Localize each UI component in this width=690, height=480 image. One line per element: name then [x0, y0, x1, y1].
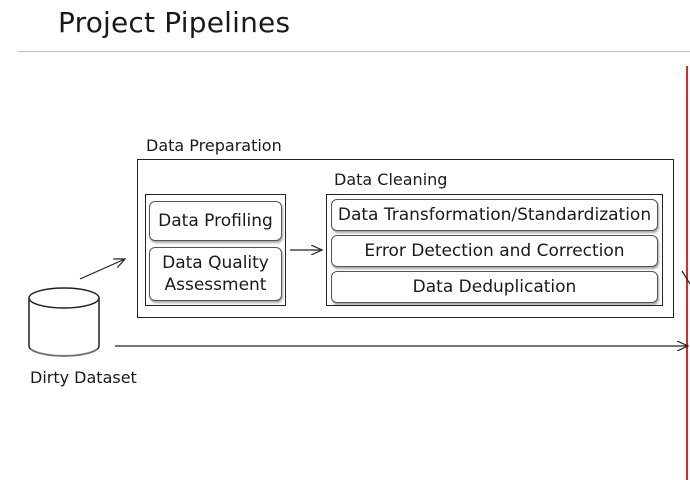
- data-preparation-label: Data Preparation: [146, 136, 282, 155]
- database-cylinder-icon: [28, 287, 100, 357]
- title-divider: [18, 51, 690, 52]
- error-detection-node[interactable]: Error Detection and Correction: [331, 235, 658, 267]
- accent-vertical-line: [686, 66, 688, 480]
- data-quality-assessment-node[interactable]: Data Quality Assessment: [149, 247, 282, 301]
- dirty-dataset-label: Dirty Dataset: [30, 368, 137, 387]
- data-deduplication-node[interactable]: Data Deduplication: [331, 271, 658, 303]
- arrow-to-preparation: [79, 259, 125, 280]
- data-transformation-node[interactable]: Data Transformation/Standardization: [331, 199, 658, 231]
- data-profiling-node[interactable]: Data Profiling: [149, 201, 282, 241]
- arrow-partial-right: [681, 270, 690, 285]
- page-title: Project Pipelines: [58, 6, 291, 39]
- data-cleaning-label: Data Cleaning: [334, 170, 448, 189]
